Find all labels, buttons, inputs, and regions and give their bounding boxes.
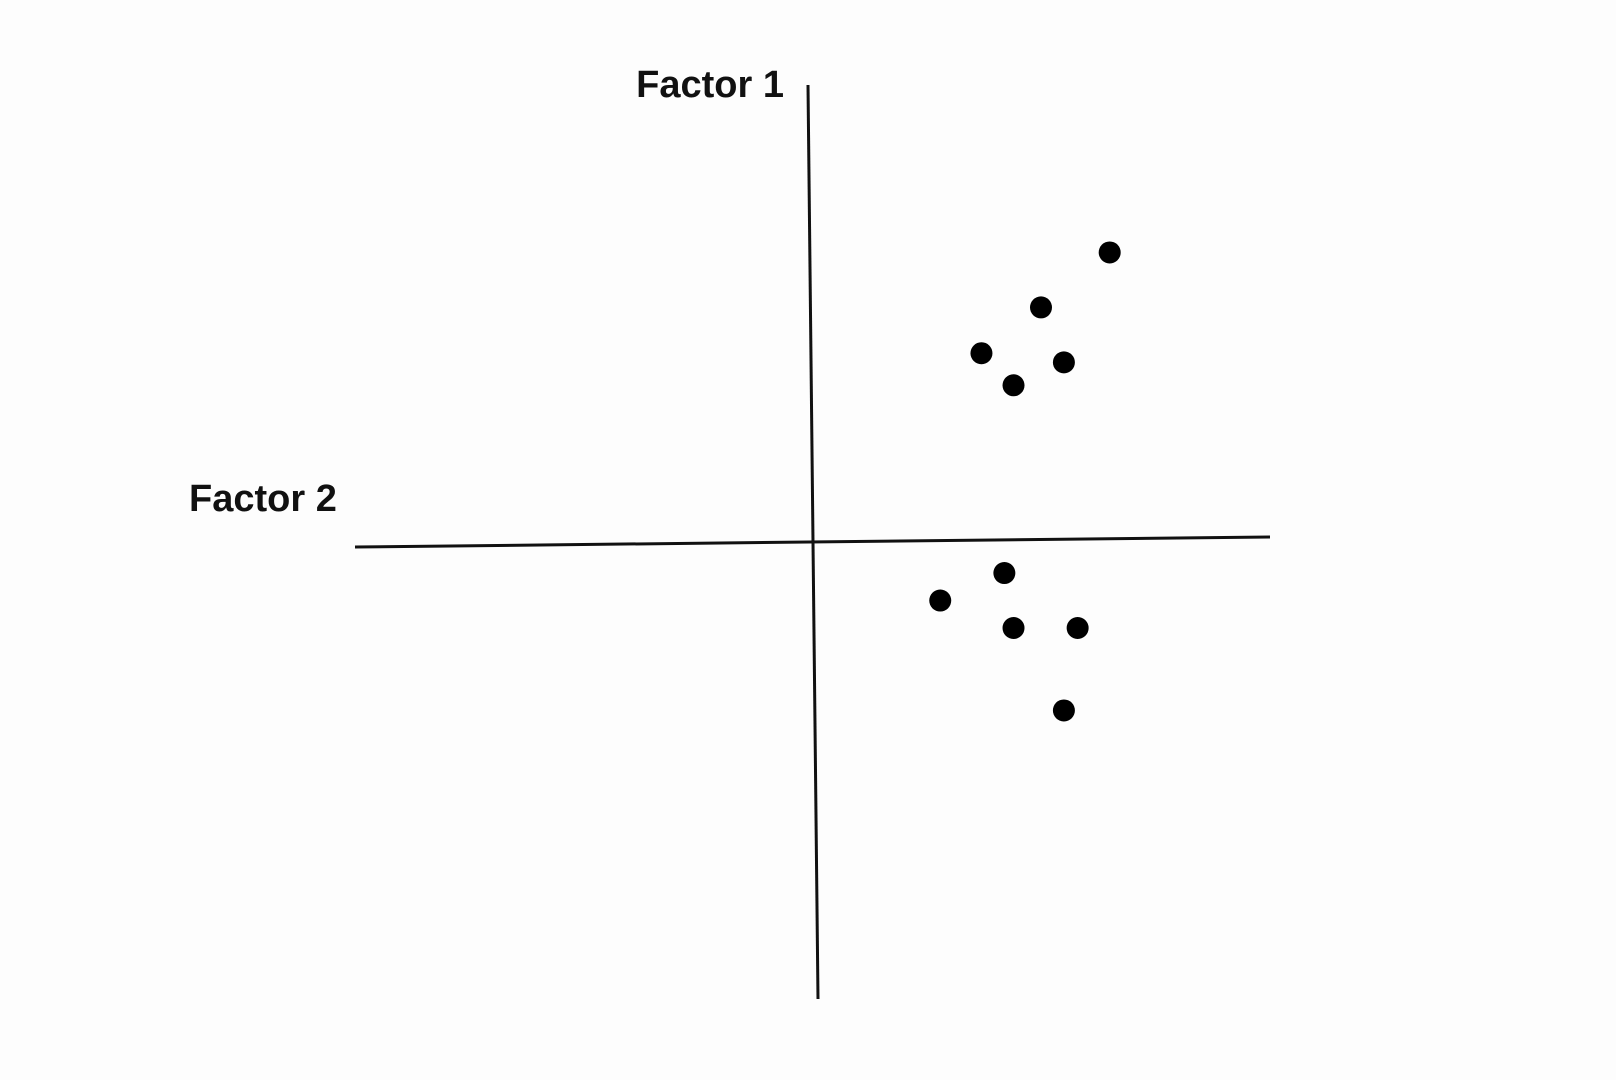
factor-1-label: Factor 1 (636, 64, 784, 106)
data-point-2 (1030, 296, 1052, 319)
data-point-6 (993, 562, 1016, 585)
factor-2-label: Factor 2 (189, 478, 337, 520)
data-point-5 (1002, 374, 1025, 397)
data-point-9 (1066, 617, 1089, 640)
factor-2-axis (354, 535, 1271, 549)
data-points (929, 241, 1121, 722)
data-point-1 (1098, 241, 1121, 264)
data-point-10 (1052, 699, 1075, 722)
data-point-4 (1052, 351, 1075, 374)
data-point-3 (970, 342, 993, 365)
data-point-7 (929, 589, 952, 612)
data-point-8 (1002, 617, 1025, 640)
